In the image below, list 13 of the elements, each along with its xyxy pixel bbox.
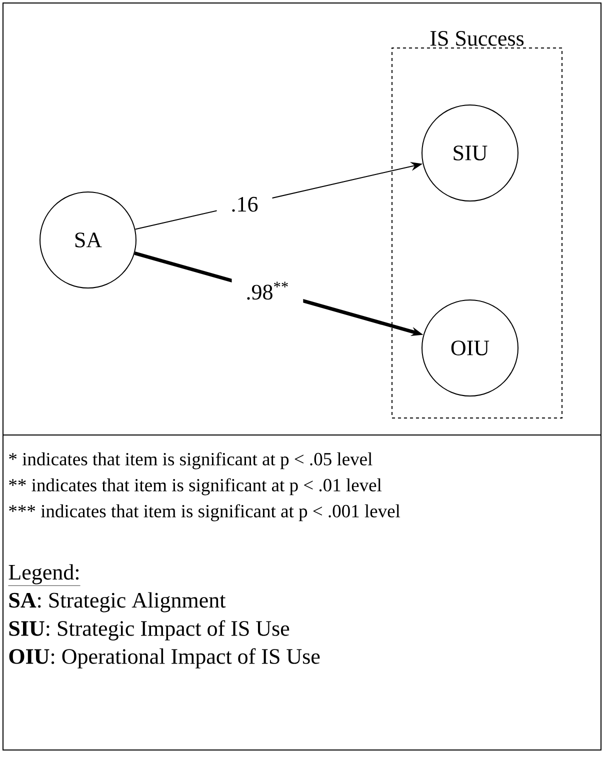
legend-entry: OIU: Operational Impact of IS Use: [9, 648, 320, 668]
footnote: ** indicates that item is significant at p < .01 level: [9, 478, 382, 496]
legend-heading: Legend:: [8, 564, 80, 586]
circle-node: OIU: [422, 300, 518, 396]
edge-label: .16: [232, 196, 258, 212]
edge-label: .98$^{**}$: [247, 282, 288, 300]
node-label: IS Success: [430, 31, 524, 46]
footnote: * indicates that item is significant at p < .05 level: [9, 452, 372, 470]
legend-entry: SA: Strategic Alignment: [9, 592, 226, 612]
circle-node: SIU: [422, 104, 518, 202]
legend-entry: SIU: Strategic Impact of IS Use: [9, 620, 290, 640]
footnote: *** indicates that item is significant at p < .001 level: [9, 504, 400, 522]
circle-node: SA: [40, 192, 136, 288]
